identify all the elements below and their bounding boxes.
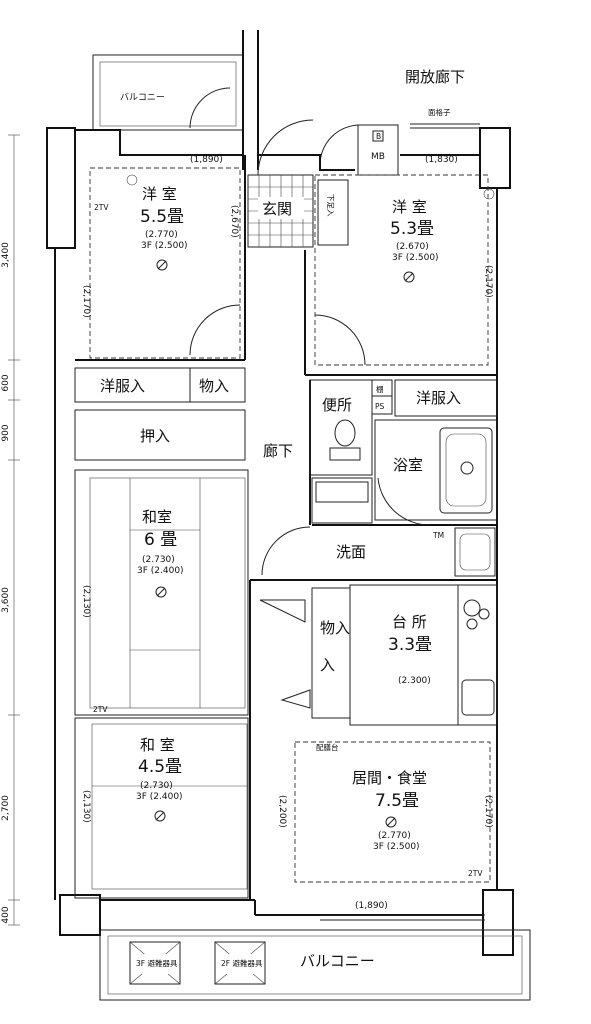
w1-h2: 3F (2.500) bbox=[141, 241, 188, 251]
corridor-label: 開放廊下 bbox=[405, 68, 465, 86]
living-h2: 3F (2.500) bbox=[373, 842, 420, 852]
bath-label: 浴室 bbox=[393, 456, 423, 474]
j2-h2: 3F (2.400) bbox=[136, 792, 183, 802]
room-western-1: (1,890) (2,170) (2,670) 洋 室 5.5畳 (2.770)… bbox=[75, 155, 246, 361]
entrance: 玄関 下足入 bbox=[247, 119, 349, 248]
top-balcony: バルコニー bbox=[92, 54, 244, 131]
kitchen-size: 3.3畳 bbox=[388, 635, 432, 655]
ps-label: PS bbox=[375, 402, 385, 411]
pillar-top-right bbox=[479, 127, 511, 189]
j1-tv: 2TV bbox=[93, 705, 108, 714]
j2-name: 和 室 bbox=[140, 736, 175, 754]
hallway-label: 廊下 bbox=[263, 442, 293, 460]
wash-stand-label: 配膳台 bbox=[316, 742, 339, 752]
balcony-bottom-label: バルコニー bbox=[300, 952, 375, 970]
dim-w2-side: (2,170) bbox=[483, 265, 493, 298]
dim-left-3: 900 bbox=[1, 424, 11, 441]
j1-h2: 3F (2.400) bbox=[137, 566, 184, 576]
dim-living-bottom: (1,890) bbox=[355, 901, 388, 911]
dim-w1-top: (1,890) bbox=[190, 155, 223, 165]
dim-living-r: (2,170) bbox=[483, 795, 493, 828]
j2-h1: (2.730) bbox=[140, 781, 173, 791]
toilet: 便所 棚 PS bbox=[309, 379, 393, 476]
dim-w1-side-r: (2,670) bbox=[229, 205, 239, 238]
evac-2f-label: 2F 避難器具 bbox=[221, 958, 263, 968]
dim-living-l: (2,200) bbox=[277, 795, 287, 828]
kitchen-name: 台 所 bbox=[392, 613, 427, 631]
kitchen-h1: (2.300) bbox=[398, 676, 431, 686]
dim-w2-top: (1,830) bbox=[425, 155, 458, 165]
tm-label: TM bbox=[432, 531, 444, 540]
hallway: 廊下 bbox=[261, 380, 311, 576]
dim-left-6: 400 bbox=[1, 906, 11, 923]
oshiire-label: 押入 bbox=[140, 427, 170, 445]
j1-size: 6 畳 bbox=[144, 530, 177, 550]
entrance-label: 玄関 bbox=[262, 200, 292, 218]
j1-h1: (2.730) bbox=[142, 555, 175, 565]
pillar-bottom-left bbox=[59, 894, 101, 936]
room-japanese-2: (2,130) 和 室 4.5畳 (2.730) 3F (2.400) bbox=[74, 580, 251, 900]
pillar-top-left bbox=[46, 127, 76, 249]
pillar-bottom-right bbox=[482, 889, 514, 956]
storage2-label: 物入 bbox=[320, 619, 350, 637]
outer-walls bbox=[46, 127, 514, 956]
dim-left-1: 3,400 bbox=[1, 242, 11, 268]
storage-2: 物入 入 bbox=[259, 587, 351, 719]
living-h1: (2.770) bbox=[378, 831, 411, 841]
mb-label: MB bbox=[371, 152, 385, 162]
room-living: (2,200) (2,170) (1,890) 居間・食堂 7.5畳 (2.77… bbox=[277, 741, 493, 921]
living-name: 居間・食堂 bbox=[352, 769, 427, 787]
kitchen: 台 所 3.3畳 (2.300) 配膳台 bbox=[316, 584, 498, 752]
closet-w2-label: 洋服入 bbox=[416, 389, 461, 407]
storage1-label: 物入 bbox=[199, 377, 229, 395]
closets: 洋服入 物入 押入 洋服入 bbox=[74, 367, 498, 461]
w2-h1: (2.670) bbox=[396, 242, 429, 252]
lattice-label: 面格子 bbox=[428, 107, 451, 117]
room-japanese-1: (2,130) 和室 6 畳 (2.730) 3F (2.400) 2TV bbox=[74, 469, 249, 716]
evac-3f-label: 3F 避難器具 bbox=[136, 958, 178, 968]
living-tv: 2TV bbox=[468, 869, 483, 878]
bathroom: 浴室 bbox=[374, 419, 498, 521]
room-western-2: (1,830) (2,170) 洋 室 5.3畳 (2.670) 3F (2.5… bbox=[304, 155, 497, 376]
w1-name: 洋 室 bbox=[142, 185, 177, 203]
toilet-label: 便所 bbox=[322, 396, 352, 414]
living-size: 7.5畳 bbox=[375, 791, 419, 811]
dim-j1-side: (2,130) bbox=[81, 585, 91, 618]
left-dimension-line: 3,400 600 900 3,600 2,700 400 bbox=[1, 134, 20, 926]
closet-w1-label: 洋服入 bbox=[100, 377, 145, 395]
j1-name: 和室 bbox=[142, 508, 172, 526]
dim-j2-side: (2,130) bbox=[81, 790, 91, 823]
balcony-top-label: バルコニー bbox=[120, 92, 165, 103]
open-corridor: 開放廊下 面格子 B MB bbox=[242, 30, 480, 176]
dim-left-5: 2,700 bbox=[1, 795, 11, 821]
storage2-label-2: 入 bbox=[320, 656, 335, 674]
dim-w1-side: (2,170) bbox=[81, 285, 91, 318]
w1-tv: 2TV bbox=[94, 203, 109, 212]
svg-text:B: B bbox=[376, 132, 381, 141]
dim-left-2: 600 bbox=[1, 374, 11, 391]
w2-h2: 3F (2.500) bbox=[392, 253, 439, 263]
bottom-balcony: 3F 避難器具 2F 避難器具 バルコニー bbox=[99, 929, 531, 1001]
w2-size: 5.3畳 bbox=[390, 219, 434, 239]
shelf-label: 棚 bbox=[376, 384, 384, 394]
dim-left-4: 3,600 bbox=[1, 587, 11, 613]
w1-h1: (2.770) bbox=[145, 230, 178, 240]
washroom: 洗面 TM bbox=[250, 477, 497, 581]
w2-name: 洋 室 bbox=[392, 198, 427, 216]
j2-size: 4.5畳 bbox=[138, 757, 182, 777]
washroom-label: 洗面 bbox=[336, 543, 366, 561]
shoebox-label: 下足入 bbox=[326, 194, 335, 217]
w1-size: 5.5畳 bbox=[140, 207, 184, 227]
